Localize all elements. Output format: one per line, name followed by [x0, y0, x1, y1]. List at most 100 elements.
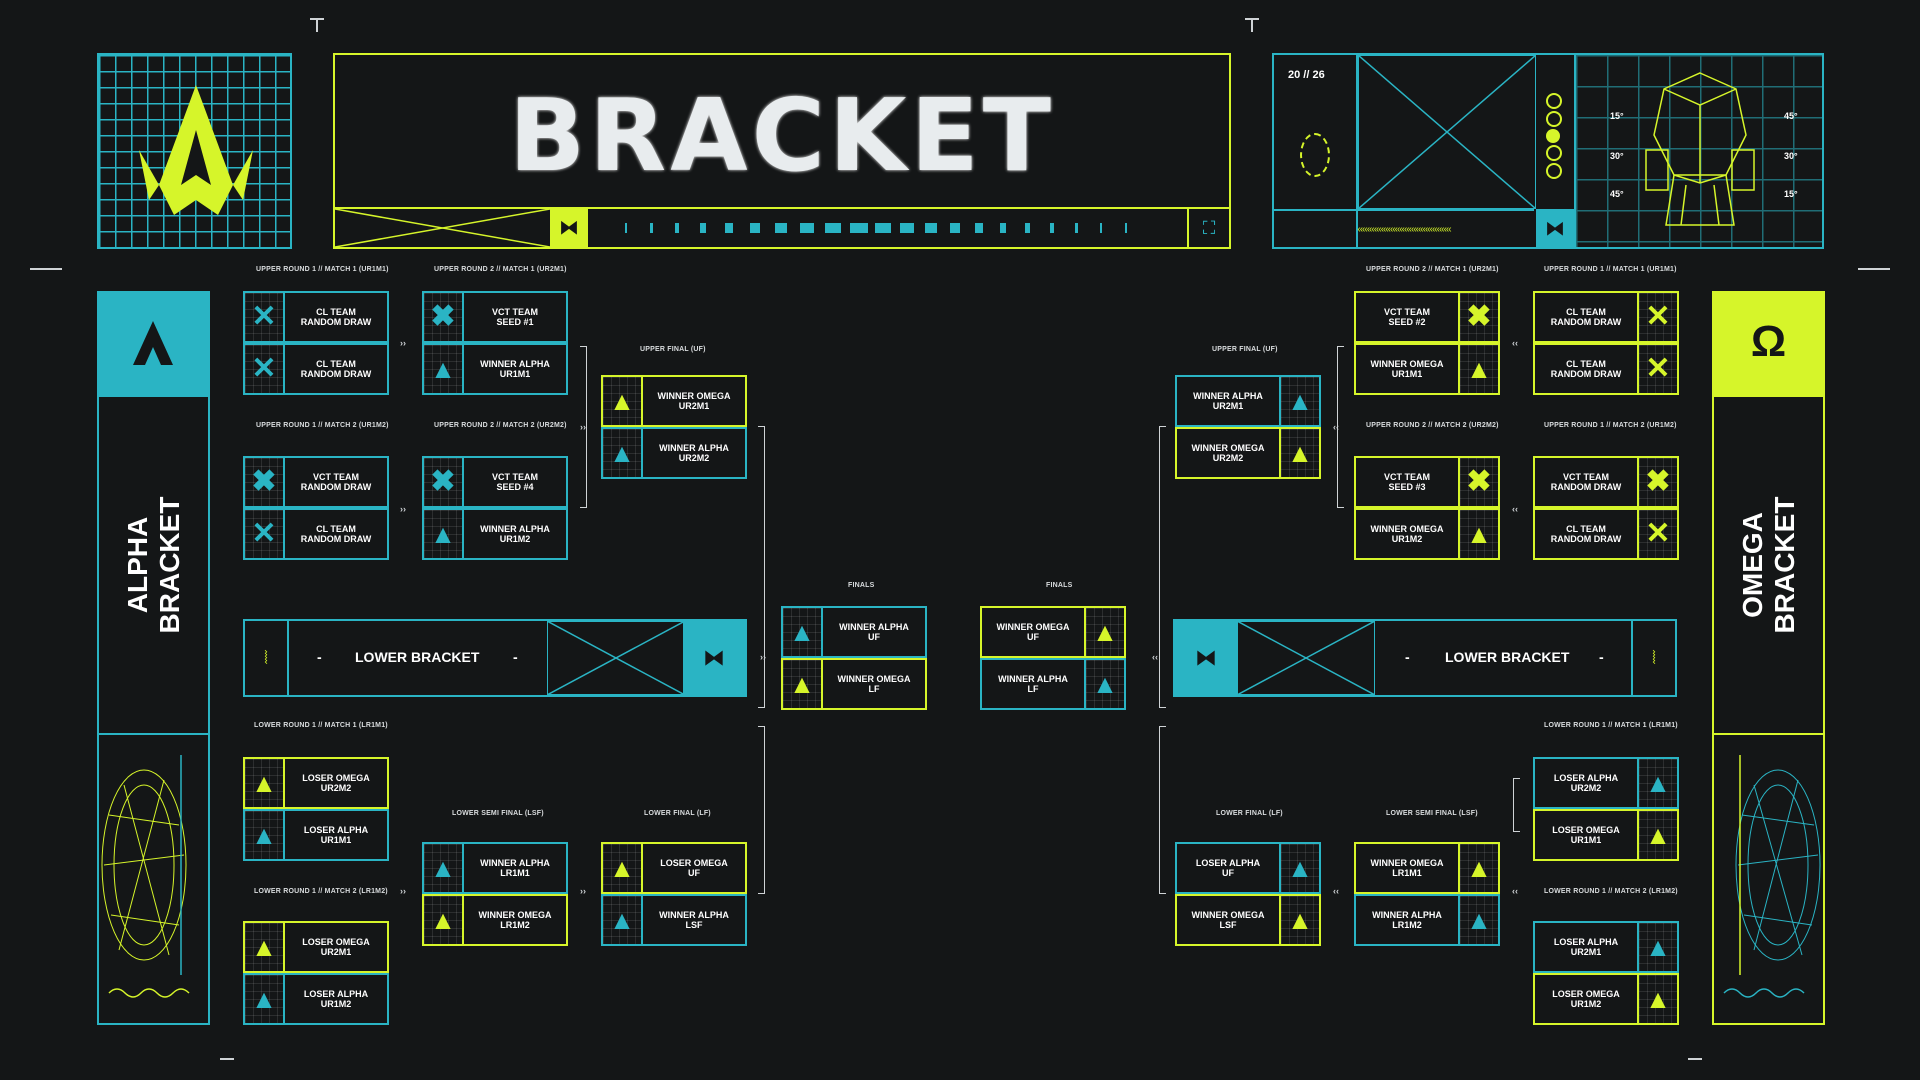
- team-emblem-icon: ▲: [1279, 844, 1319, 892]
- team-slot[interactable]: ▲LOSER ALPHA UR1M2: [243, 973, 389, 1025]
- team-slot[interactable]: ▲WINNER ALPHA UR1M2: [422, 508, 568, 560]
- team-slot[interactable]: ▲WINNER ALPHA LSF: [601, 894, 747, 946]
- team-emblem-icon: ✕: [245, 510, 285, 558]
- team-name: VCT TEAM RANDOM DRAW: [1550, 472, 1622, 492]
- team-slot[interactable]: ✕CL TEAM RANDOM DRAW: [243, 343, 389, 395]
- advance-arrow: ‹‹: [1333, 422, 1339, 432]
- match-card-o-lr1m2: ▲LOSER ALPHA UR2M1▲LOSER OMEGA UR1M2: [1533, 921, 1679, 1027]
- team-slot[interactable]: ▲LOSER ALPHA UF: [1175, 842, 1321, 894]
- cross-decoration: [1358, 55, 1536, 209]
- team-slot[interactable]: ▲WINNER ALPHA UR2M1: [1175, 375, 1321, 427]
- stage-label: UPPER ROUND 2 // MATCH 2 (UR2M2): [1366, 422, 1499, 429]
- team-slot[interactable]: ▲WINNER OMEGA UF: [980, 606, 1126, 658]
- lower-bracket-title: LOWER BRACKET: [355, 649, 480, 665]
- corner-tick: [1858, 268, 1890, 270]
- advance-arrow: ››: [400, 886, 406, 896]
- team-slot[interactable]: ▲ LOSER OMEGA UR2M1: [243, 921, 389, 973]
- team-name: WINNER OMEGA LR1M1: [1370, 858, 1444, 878]
- team-slot[interactable]: ▲WINNER OMEGA LSF: [1175, 894, 1321, 946]
- team-slot[interactable]: ✖VCT TEAM RANDOM DRAW: [243, 456, 389, 508]
- team-name: LOSER OMEGA UF: [660, 858, 728, 878]
- angle-label: 15°: [1610, 111, 1624, 121]
- team-slot[interactable]: ▲LOSER OMEGA UR1M2: [1533, 973, 1679, 1025]
- advance-arrow: ‹‹: [1512, 504, 1518, 514]
- match-card-o-final: ▲WINNER OMEGA UF▲WINNER ALPHA LF: [980, 606, 1126, 712]
- advance-arrow: ››: [580, 886, 586, 896]
- angle-label: 30°: [1784, 151, 1798, 161]
- team-slot[interactable]: ▲WINNER ALPHA LF: [980, 658, 1126, 710]
- team-slot[interactable]: ▲WINNER OMEGA UR2M1: [601, 375, 747, 427]
- team-name: CL TEAM RANDOM DRAW: [1550, 524, 1622, 544]
- team-name: LOSER OMEGA UR2M1: [302, 937, 370, 957]
- match-card-a-ur1m1: ✕CL TEAM RANDOM DRAW✕CL TEAM RANDOM DRAW: [243, 291, 389, 397]
- alpha-logo-icon: [133, 321, 173, 365]
- info-divider: [1574, 55, 1576, 249]
- team-slot[interactable]: ▲LOSER OMEGA UR2M2: [243, 757, 389, 809]
- team-slot[interactable]: ▲WINNER ALPHA UR2M2: [601, 427, 747, 479]
- omega-side-panel: Ω OMEGA BRACKET: [1712, 291, 1825, 1025]
- team-name: WINNER ALPHA UR2M1: [1193, 391, 1263, 411]
- stage-label: UPPER ROUND 1 // MATCH 1 (UR1M1): [256, 266, 389, 273]
- team-slot[interactable]: ▲WINNER ALPHA LR1M2: [1354, 894, 1500, 946]
- team-name: CL TEAM RANDOM DRAW: [1550, 359, 1622, 379]
- team-emblem-icon: ▲: [783, 608, 823, 656]
- team-slot[interactable]: ▲WINNER OMEGA LR1M1: [1354, 842, 1500, 894]
- team-slot[interactable]: ▲WINNER ALPHA UF: [781, 606, 927, 658]
- team-slot[interactable]: ▲WINNER OMEGA UR1M1: [1354, 343, 1500, 395]
- team-slot[interactable]: ▲LOSER ALPHA UR1M1: [243, 809, 389, 861]
- corner-tick: [220, 1058, 234, 1060]
- team-name: CL TEAM RANDOM DRAW: [300, 307, 372, 327]
- team-emblem-icon: ▲: [1458, 345, 1498, 393]
- match-card-o-ur1m1: ✕CL TEAM RANDOM DRAW✕CL TEAM RANDOM DRAW: [1533, 291, 1679, 397]
- team-name: LOSER ALPHA UR2M1: [1553, 937, 1619, 957]
- team-slot[interactable]: ✖VCT TEAM RANDOM DRAW: [1533, 456, 1679, 508]
- team-slot[interactable]: ▲LOSER ALPHA UR2M1: [1533, 921, 1679, 973]
- team-slot[interactable]: ▲LOSER ALPHA UR2M2: [1533, 757, 1679, 809]
- team-slot[interactable]: ▲WINNER ALPHA UR1M1: [422, 343, 568, 395]
- cross-decoration: [335, 209, 550, 247]
- bowtie-icon: ⧓: [1536, 209, 1574, 249]
- advance-arrow: ››: [580, 422, 586, 432]
- team-emblem-icon: ▲: [1084, 608, 1124, 656]
- team-name: WINNER OMEGA UR2M2: [1191, 443, 1265, 463]
- alpha-bracket-title: ALPHA BRACKET: [121, 496, 185, 634]
- team-slot[interactable]: ▲WINNER OMEGA LR1M2: [422, 894, 568, 946]
- angle-label: 30°: [1610, 151, 1624, 161]
- team-slot[interactable]: ▲WINNER OMEGA LF: [781, 658, 927, 710]
- team-slot[interactable]: ▲WINNER OMEGA UR2M2: [1175, 427, 1321, 479]
- character-wireframe-icon: [1723, 755, 1821, 998]
- dash-right: -: [513, 649, 518, 665]
- stage-label: LOWER FINAL (LF): [1216, 810, 1283, 817]
- team-slot[interactable]: ✕CL TEAM RANDOM DRAW: [1533, 508, 1679, 560]
- team-slot[interactable]: ✖VCT TEAM SEED #1: [422, 291, 568, 343]
- advance-arrow: ‹‹: [1333, 886, 1339, 896]
- chain-decoration: [1546, 93, 1562, 179]
- team-emblem-icon: ✖: [1458, 458, 1498, 506]
- team-emblem-icon: ▲: [1637, 759, 1677, 807]
- team-slot[interactable]: ✖VCT TEAM SEED #2: [1354, 291, 1500, 343]
- team-emblem-icon: ▲: [245, 923, 285, 971]
- expand-icon: ⛶: [1187, 209, 1229, 247]
- team-slot[interactable]: ✕ CL TEAM RANDOM DRAW: [243, 291, 389, 343]
- team-slot[interactable]: ✕CL TEAM RANDOM DRAW: [1533, 343, 1679, 395]
- stage-label: UPPER FINAL (UF): [640, 346, 706, 353]
- team-slot[interactable]: ✕CL TEAM RANDOM DRAW: [1533, 291, 1679, 343]
- robot-wireframe-icon: [1645, 72, 1755, 226]
- team-slot[interactable]: ✕CL TEAM RANDOM DRAW: [243, 508, 389, 560]
- team-slot[interactable]: ✖VCT TEAM SEED #4: [422, 456, 568, 508]
- info-divider: [1356, 55, 1358, 249]
- team-name: WINNER ALPHA LR1M2: [1372, 910, 1442, 930]
- team-slot[interactable]: ▲LOSER OMEGA UF: [601, 842, 747, 894]
- team-slot[interactable]: ▲LOSER OMEGA UR1M1: [1533, 809, 1679, 861]
- team-name: VCT TEAM SEED #4: [492, 472, 538, 492]
- team-emblem-icon: ▲: [245, 975, 285, 1023]
- stage-label: UPPER ROUND 2 // MATCH 1 (UR2M1): [1366, 266, 1499, 273]
- connector-line: [758, 726, 765, 894]
- advance-arrow: ‹‹: [1512, 338, 1518, 348]
- team-slot[interactable]: ✖VCT TEAM SEED #3: [1354, 456, 1500, 508]
- team-slot[interactable]: ▲WINNER OMEGA UR1M2: [1354, 508, 1500, 560]
- team-slot[interactable]: ▲WINNER ALPHA LR1M1: [422, 842, 568, 894]
- team-emblem-icon: ✕: [245, 293, 285, 341]
- stage-label: UPPER ROUND 1 // MATCH 2 (UR1M2): [256, 422, 389, 429]
- team-emblem-icon: ▲: [1637, 975, 1677, 1023]
